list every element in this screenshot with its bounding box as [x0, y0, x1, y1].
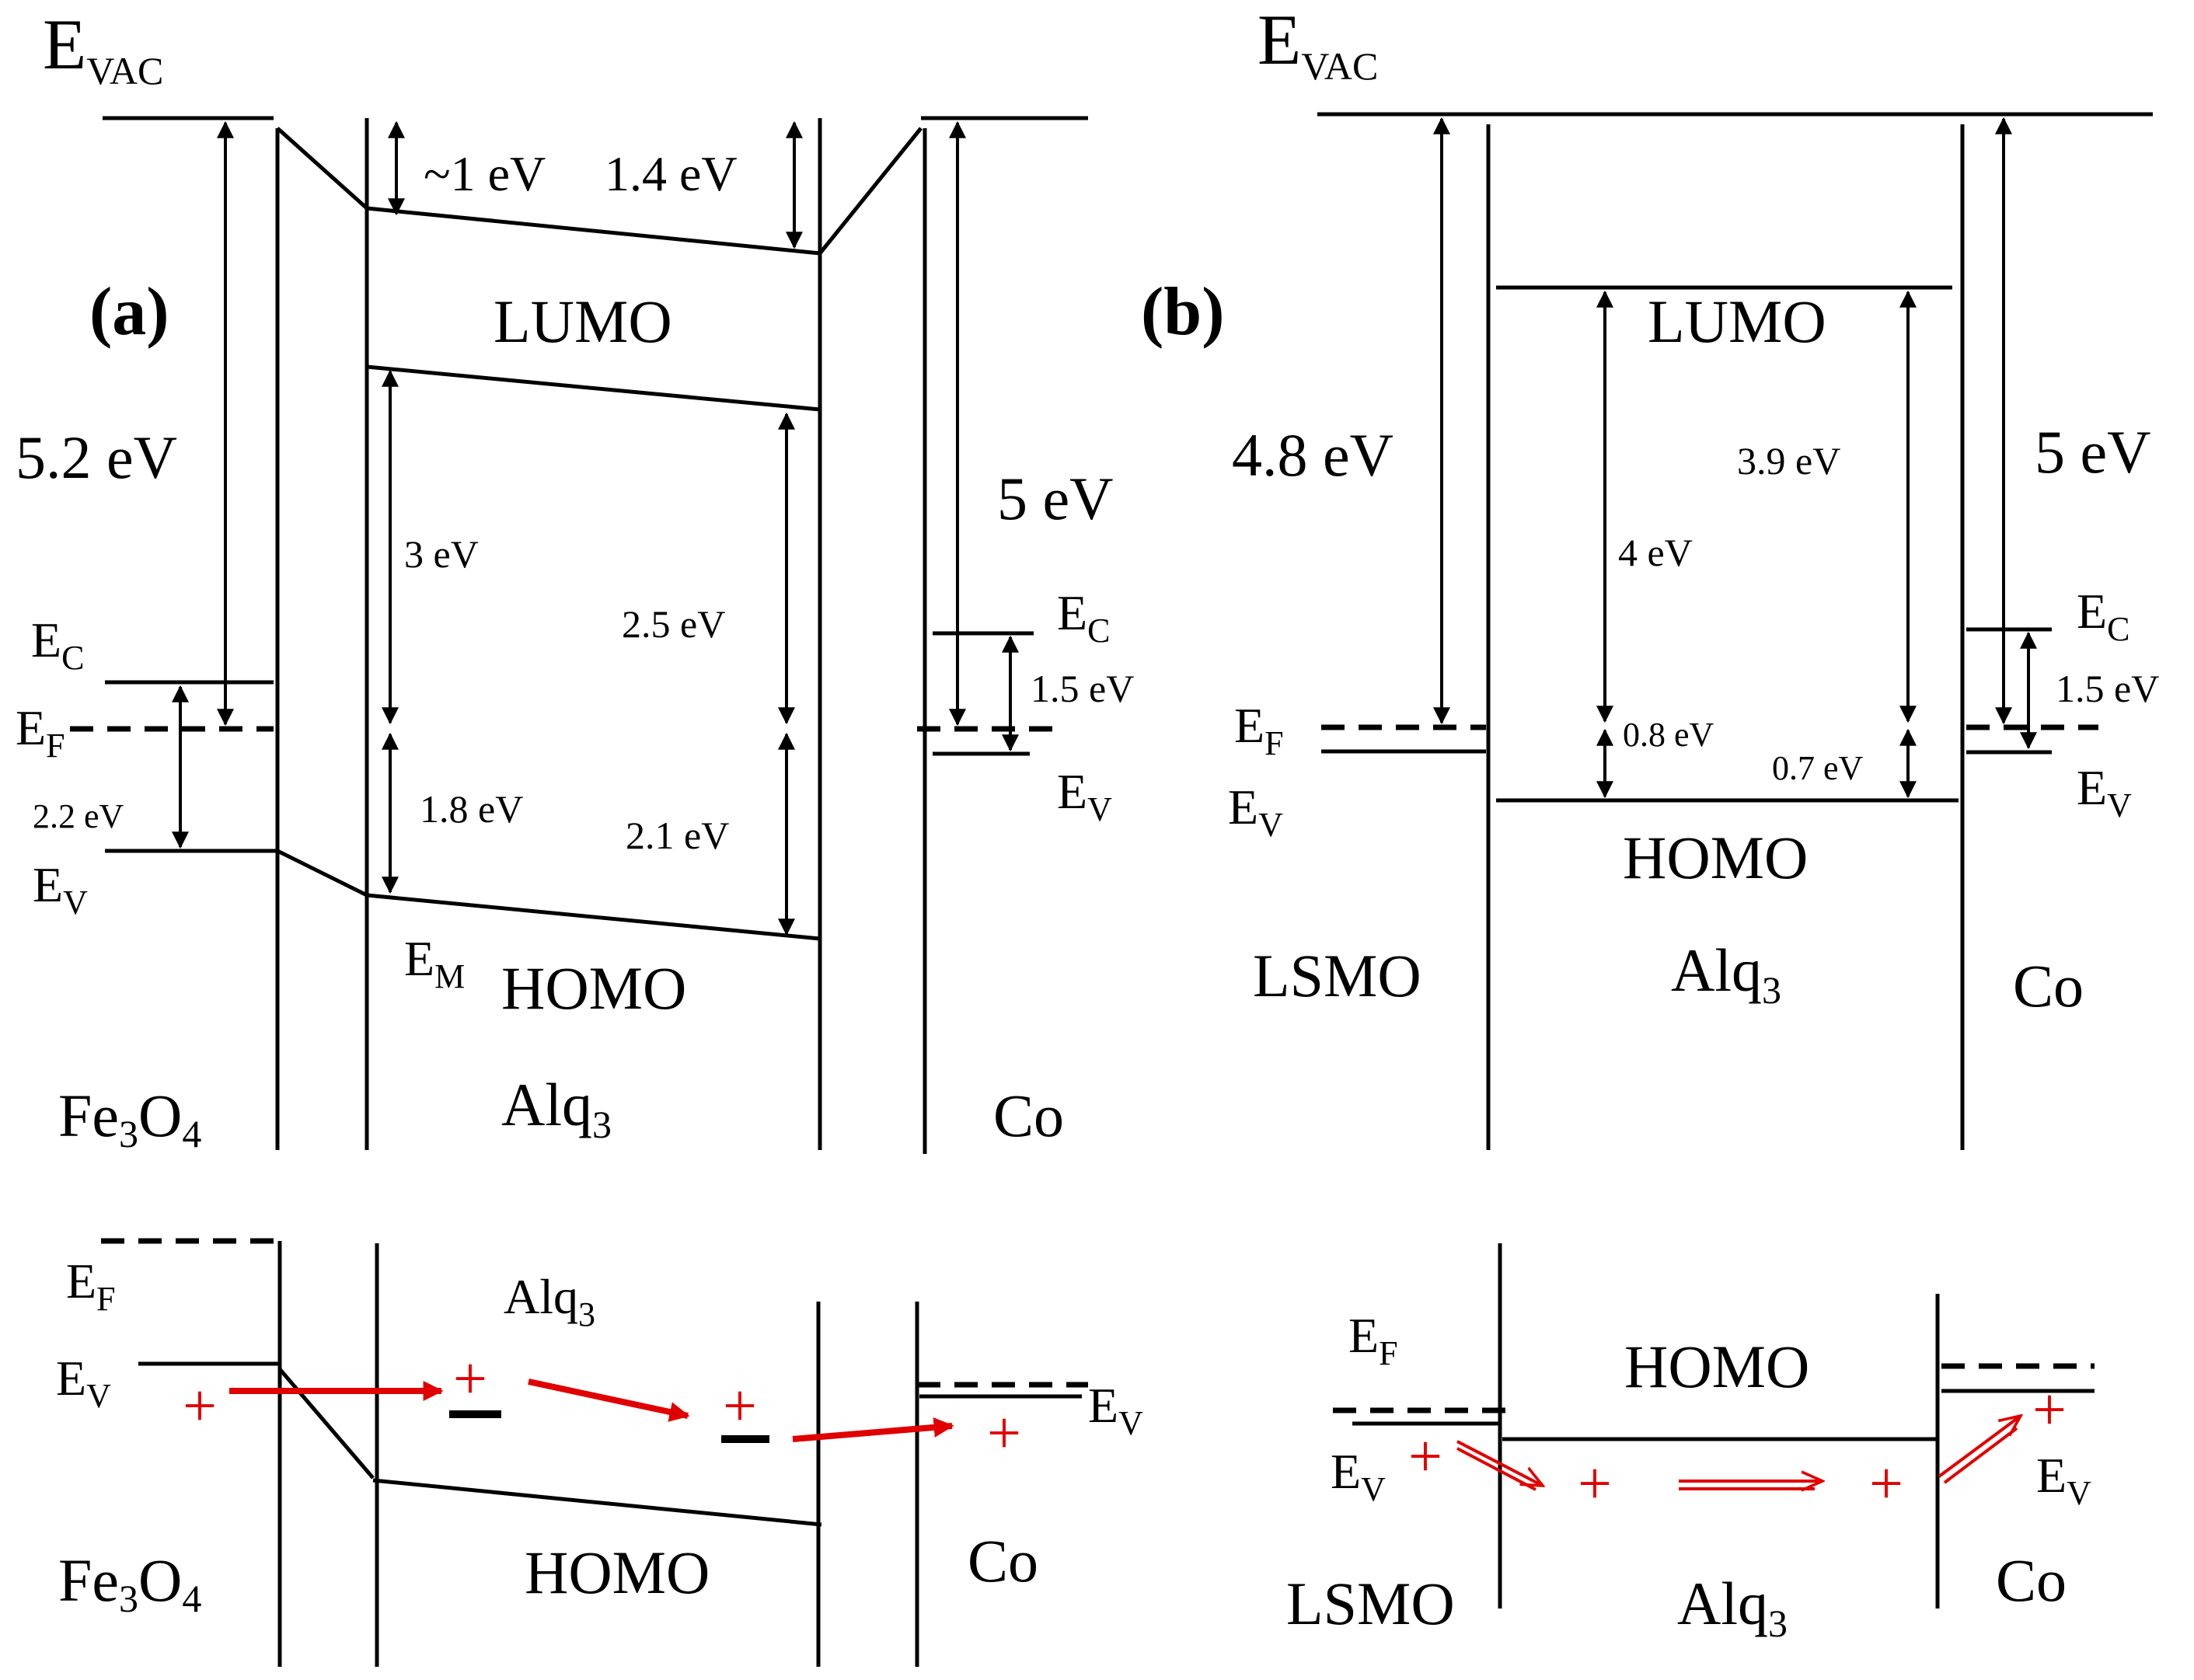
- b-co-ec-label: EC: [2077, 584, 2129, 648]
- ba-fe3o4-label: Fe3O4: [58, 1546, 201, 1620]
- bb-ev-label: EV: [1331, 1444, 1386, 1508]
- bottom-a-lines: [101, 1238, 1088, 1667]
- b-co-gap-1-5ev-label: 1.5 eV: [2056, 667, 2159, 710]
- a-ef-label: EF: [16, 700, 65, 765]
- panel-a-lines: [70, 116, 1088, 1154]
- a-homo-level: [366, 893, 821, 941]
- panel-b-arrows: [1433, 117, 2037, 799]
- bottom-b-hole-path: [1456, 1416, 2021, 1491]
- a-lumo-bottom: [366, 364, 821, 412]
- bb-hole-arrow-1b: [1456, 1447, 1536, 1491]
- a-gap-1ev-label: ~1 eV: [424, 146, 546, 201]
- ba-hole-2: +: [453, 1344, 487, 1412]
- a-work-fe3o4-label: 5.2 eV: [16, 423, 177, 491]
- b-work-lsmo-label: 4.8 eV: [1232, 421, 1393, 489]
- bb-hole-4: +: [2032, 1375, 2067, 1443]
- ba-co-ev-label: EV: [1088, 1378, 1143, 1442]
- a-ev-bend: [276, 849, 368, 898]
- b-gap-3-9ev-label: 3.9 eV: [1737, 439, 1840, 483]
- bb-hole-arrow-3: [1938, 1416, 2021, 1478]
- a-co-ec-label: EC: [1057, 585, 1110, 650]
- b-ev-label: EV: [1228, 779, 1283, 844]
- a-panel-label: (a): [89, 274, 169, 350]
- ba-hole-4: +: [987, 1399, 1021, 1466]
- bb-alq3-label: Alq3: [1677, 1570, 1788, 1645]
- a-gap-1-8ev-label: 1.8 eV: [420, 787, 523, 831]
- b-gap-0-7ev-label: 0.7 eV: [1772, 749, 1864, 787]
- a-lumo-label: LUMO: [494, 288, 672, 355]
- b-gap-4ev-label: 4 eV: [1618, 531, 1693, 574]
- a-gap-2-5ev-label: 2.5 eV: [622, 602, 725, 646]
- panel-b-lines: [1317, 112, 2153, 1150]
- ba-ef-label: EF: [66, 1253, 116, 1318]
- a-ec-label: EC: [31, 612, 84, 677]
- ba-hole-arrow-2: [528, 1379, 690, 1422]
- bottom-a-hole-path: [229, 1379, 954, 1442]
- a-co-gap-1-5ev-label: 1.5 eV: [1031, 667, 1134, 710]
- ba-co-label: Co: [968, 1527, 1038, 1595]
- b-gap-0-8ev-label: 0.8 eV: [1623, 716, 1714, 754]
- ba-homo-level: [372, 1478, 822, 1527]
- ba-homo-label: HOMO: [525, 1539, 710, 1606]
- panel-a-arrows: [172, 120, 1019, 936]
- b-co-label: Co: [2013, 952, 2084, 1020]
- b-homo-label: HOMO: [1623, 824, 1808, 891]
- ba-hole-arrow-3: [792, 1417, 954, 1442]
- a-vac-bend-right: [818, 127, 923, 255]
- a-gap-2-2ev-label: 2.2 eV: [33, 797, 124, 835]
- a-homo-label: HOMO: [501, 954, 686, 1022]
- b-lsmo-label: LSMO: [1253, 942, 1421, 1009]
- b-evac-label: EVAC: [1257, 0, 1378, 88]
- ba-ev-bend: [278, 1368, 375, 1480]
- a-ev-label: EV: [33, 857, 88, 922]
- b-alq3-label: Alq3: [1671, 936, 1781, 1012]
- a-gap-3ev-label: 3 eV: [404, 532, 479, 576]
- bb-lsmo-label: LSMO: [1286, 1570, 1455, 1637]
- ba-alq3-label: Alq3: [504, 1269, 595, 1333]
- bb-hole-3: +: [1869, 1449, 1903, 1517]
- a-co-label: Co: [993, 1082, 1064, 1149]
- a-gap-2-1ev-label: 2.1 eV: [626, 814, 729, 857]
- a-evac-label: EVAC: [43, 5, 163, 92]
- ba-hole-1: +: [183, 1372, 217, 1439]
- bb-co-label: Co: [1996, 1546, 2067, 1614]
- b-ef-label: EF: [1234, 698, 1284, 762]
- bb-co-ev-label: EV: [2036, 1448, 2091, 1512]
- a-lumo-top: [366, 206, 821, 256]
- b-panel-label: (b): [1141, 274, 1225, 350]
- a-alq3-label: Alq3: [501, 1071, 612, 1146]
- a-em-label: EM: [404, 931, 465, 995]
- b-work-co-label: 5 eV: [2035, 418, 2150, 486]
- bb-hole-arrow-1: [1456, 1440, 1543, 1486]
- ba-hole-3: +: [723, 1372, 757, 1439]
- a-gap-1-4ev-label: 1.4 eV: [605, 146, 738, 201]
- ba-ev-label: EV: [56, 1351, 111, 1415]
- a-vac-bend-left: [276, 127, 368, 210]
- bottom-b-lines: [1333, 1243, 2095, 1609]
- bb-hole-1: +: [1408, 1422, 1442, 1490]
- bb-homo-label: HOMO: [1624, 1333, 1809, 1400]
- a-fe3o4-label: Fe3O4: [58, 1082, 201, 1155]
- bb-hole-arrow-3b: [1943, 1427, 2018, 1484]
- a-work-co-label: 5 eV: [997, 465, 1113, 532]
- bb-hole-2: +: [1578, 1449, 1612, 1517]
- bb-ef-label: EF: [1348, 1308, 1398, 1372]
- b-lumo-label: LUMO: [1648, 288, 1826, 355]
- b-co-ev-label: EV: [2077, 760, 2132, 824]
- a-co-ev-label: EV: [1057, 764, 1112, 828]
